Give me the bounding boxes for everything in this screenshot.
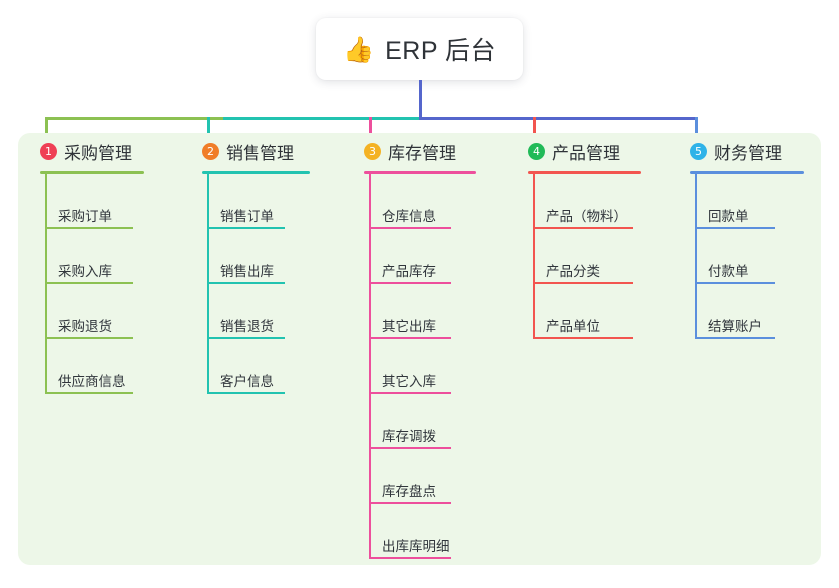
- leaf-label: 产品分类: [546, 264, 600, 279]
- leaf-underline: [207, 227, 285, 229]
- leaf-label: 仓库信息: [382, 209, 436, 224]
- leaf-underline: [695, 282, 775, 284]
- leaf-underline: [369, 337, 451, 339]
- leaf-underline: [695, 227, 775, 229]
- branch-title-4: 产品管理: [552, 144, 620, 163]
- bus-right: [419, 117, 698, 120]
- branch-badge-1: 1: [40, 143, 57, 160]
- leaf-underline: [695, 337, 775, 339]
- root-title: ERP 后台: [385, 37, 497, 65]
- branch-badge-3: 3: [364, 143, 381, 160]
- bus-left: [45, 117, 422, 120]
- branch-badge-5: 5: [690, 143, 707, 160]
- leaf-label: 结算账户: [708, 319, 762, 334]
- bus-seg-1: [45, 117, 223, 120]
- leaf-label: 供应商信息: [58, 374, 126, 389]
- leaf-label: 出库库明细: [382, 539, 450, 554]
- branch-header-5[interactable]: 5 财务管理: [690, 139, 782, 164]
- leaf-underline: [45, 227, 133, 229]
- leaf-underline: [369, 392, 451, 394]
- leaf-underline: [207, 337, 285, 339]
- branch-badge-4: 4: [528, 143, 545, 160]
- leaf-underline: [45, 337, 133, 339]
- leaf-label: 库存调拨: [382, 429, 436, 444]
- leaf-underline: [207, 392, 285, 394]
- branch-underline-4: [528, 171, 641, 174]
- branch-canvas: 1 采购管理采购订单采购入库采购退货供应商信息 2 销售管理销售订单销售出库销售退货客…: [18, 133, 821, 565]
- leaf-label: 客户信息: [220, 374, 274, 389]
- branch-underline-1: [40, 171, 144, 174]
- branch-title-3: 库存管理: [388, 144, 456, 163]
- leaf-underline: [533, 282, 633, 284]
- leaf-underline: [45, 392, 133, 394]
- leaf-underline: [45, 282, 133, 284]
- branch-underline-2: [202, 171, 310, 174]
- leaf-label: 销售出库: [220, 264, 274, 279]
- root-stem: [419, 80, 422, 120]
- leaf-label: 库存盘点: [382, 484, 436, 499]
- branch-spine-5: [695, 171, 697, 339]
- leaf-underline: [369, 502, 451, 504]
- leaf-label: 销售退货: [220, 319, 274, 334]
- branch-header-3[interactable]: 3 库存管理: [364, 139, 456, 164]
- branch-header-1[interactable]: 1 采购管理: [40, 139, 132, 164]
- branch-spine-4: [533, 171, 535, 339]
- leaf-label: 付款单: [708, 264, 749, 279]
- branch-header-4[interactable]: 4 产品管理: [528, 139, 620, 164]
- leaf-underline: [369, 447, 451, 449]
- root-node[interactable]: 👍 ERP 后台: [316, 18, 523, 80]
- leaf-label: 其它入库: [382, 374, 436, 389]
- leaf-underline: [533, 227, 633, 229]
- branch-title-2: 销售管理: [226, 144, 294, 163]
- branch-badge-2: 2: [202, 143, 219, 160]
- leaf-underline: [369, 227, 451, 229]
- branch-underline-5: [690, 171, 804, 174]
- leaf-label: 采购退货: [58, 319, 112, 334]
- thumbs-up-icon: 👍: [342, 34, 375, 64]
- leaf-label: 产品库存: [382, 264, 436, 279]
- branch-title-5: 财务管理: [714, 144, 782, 163]
- leaf-label: 回款单: [708, 209, 749, 224]
- branch-spine-3: [369, 171, 371, 559]
- leaf-underline: [369, 282, 451, 284]
- leaf-label: 采购订单: [58, 209, 112, 224]
- branch-header-2[interactable]: 2 销售管理: [202, 139, 294, 164]
- leaf-label: 其它出库: [382, 319, 436, 334]
- leaf-underline: [533, 337, 633, 339]
- leaf-label: 产品（物料）: [546, 209, 627, 224]
- leaf-underline: [207, 282, 285, 284]
- leaf-label: 销售订单: [220, 209, 274, 224]
- leaf-underline: [369, 557, 451, 559]
- leaf-label: 产品单位: [546, 319, 600, 334]
- branch-underline-3: [364, 171, 476, 174]
- leaf-label: 采购入库: [58, 264, 112, 279]
- branch-title-1: 采购管理: [64, 144, 132, 163]
